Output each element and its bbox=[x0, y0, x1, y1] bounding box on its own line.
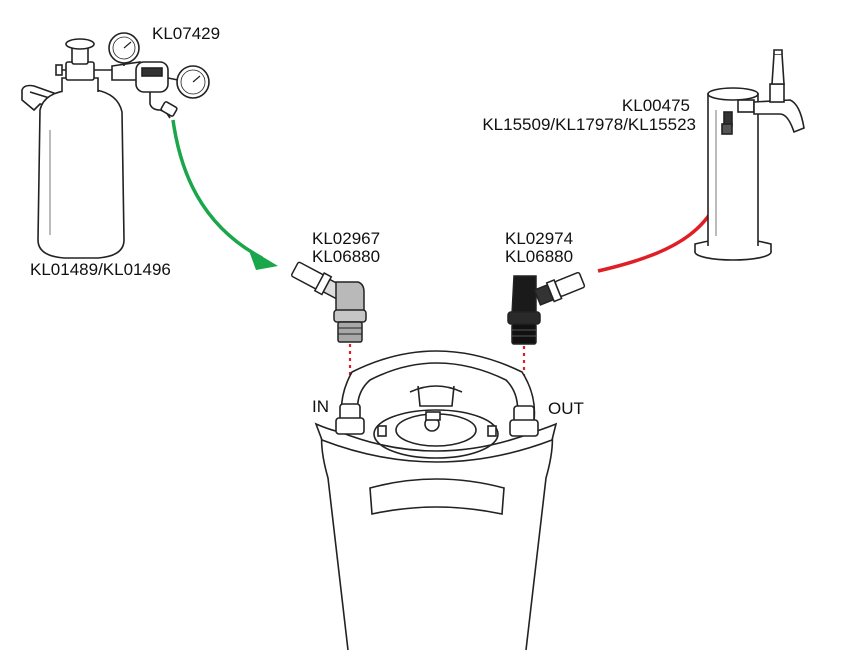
label-tap-2: KL15509/KL17978/KL15523 bbox=[482, 115, 696, 134]
keg bbox=[314, 350, 558, 651]
label-tap-1: KL00475 bbox=[622, 96, 690, 115]
label-regulator: KL07429 bbox=[152, 24, 220, 43]
beer-tap-tower bbox=[694, 49, 805, 261]
label-liquid-disconnect-1: KL02974 bbox=[505, 229, 573, 248]
gas-flow-arrow bbox=[171, 119, 263, 260]
regulator bbox=[108, 32, 210, 119]
label-gas-disconnect-2: KL06880 bbox=[312, 247, 380, 266]
liquid-disconnect bbox=[507, 271, 586, 345]
label-in-port: IN bbox=[312, 397, 329, 416]
label-gas-cylinder: KL01489/KL01496 bbox=[30, 260, 171, 279]
label-liquid-disconnect-2: KL06880 bbox=[505, 247, 573, 266]
gas-disconnect bbox=[291, 261, 367, 343]
gas-cylinder bbox=[21, 38, 125, 259]
label-gas-disconnect-1: KL02967 bbox=[312, 229, 380, 248]
label-out-port: OUT bbox=[548, 399, 584, 418]
